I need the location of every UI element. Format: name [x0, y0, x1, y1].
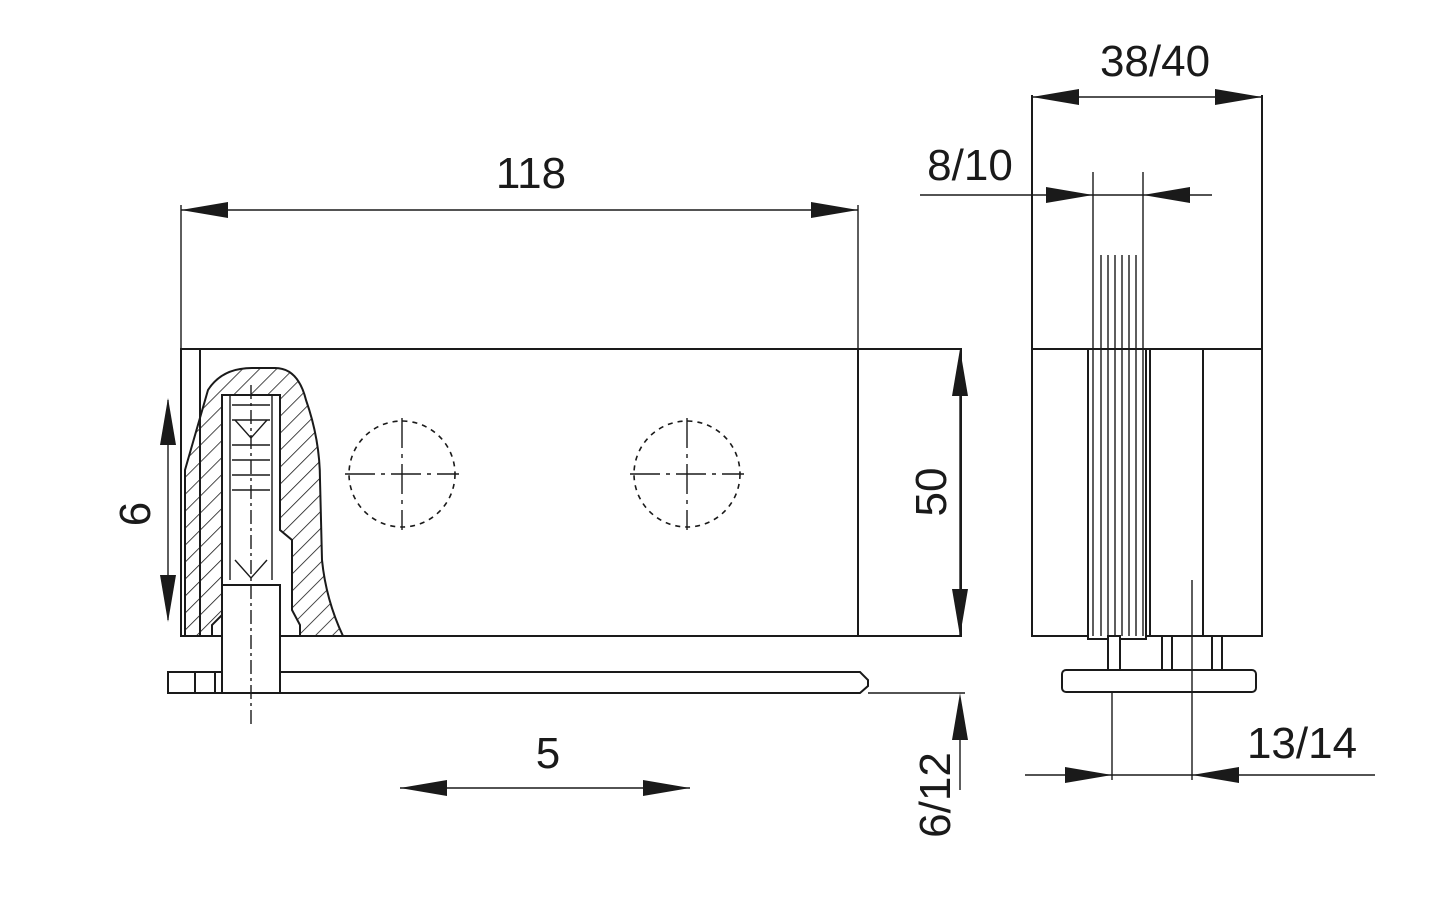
side-base-plate	[1061, 669, 1257, 693]
dimension-adjust-vertical: 6/12	[868, 692, 968, 838]
side-post-2	[1211, 635, 1223, 671]
dimension-glass-thickness: 8/10	[920, 141, 1212, 203]
dimension-glass-thickness-label: 8/10	[927, 141, 1013, 190]
dimension-height: 50	[907, 349, 968, 636]
front-clamp-section	[184, 367, 345, 637]
dimension-adjust-vertical-label: 6/12	[911, 752, 960, 838]
front-hole-right	[630, 418, 744, 530]
front-body	[180, 348, 962, 637]
dimension-offset: 13/14	[1025, 692, 1375, 783]
dimension-height-label: 50	[907, 468, 956, 517]
side-view: 38/40 8/10 13/14	[920, 37, 1375, 783]
dimension-hatch-height-label: 6	[111, 502, 160, 526]
front-base-plate	[167, 671, 869, 694]
front-hole-left	[345, 418, 459, 530]
dimension-offset-label: 13/14	[1247, 719, 1357, 768]
dimension-length: 118	[180, 149, 859, 636]
dimension-overall-width-label: 38/40	[1100, 37, 1210, 86]
dimension-hatch-height: 6	[111, 398, 176, 622]
dimension-overall-width: 38/40	[1032, 37, 1262, 105]
dimension-adjust-horizontal-label: 5	[536, 729, 560, 778]
side-post-1	[1161, 635, 1173, 671]
front-view: 118 50 6 5 6/12	[111, 149, 968, 838]
side-glass-slot	[1087, 348, 1147, 640]
dimension-adjust-horizontal: 5	[400, 729, 690, 796]
dimension-length-label: 118	[496, 149, 566, 198]
